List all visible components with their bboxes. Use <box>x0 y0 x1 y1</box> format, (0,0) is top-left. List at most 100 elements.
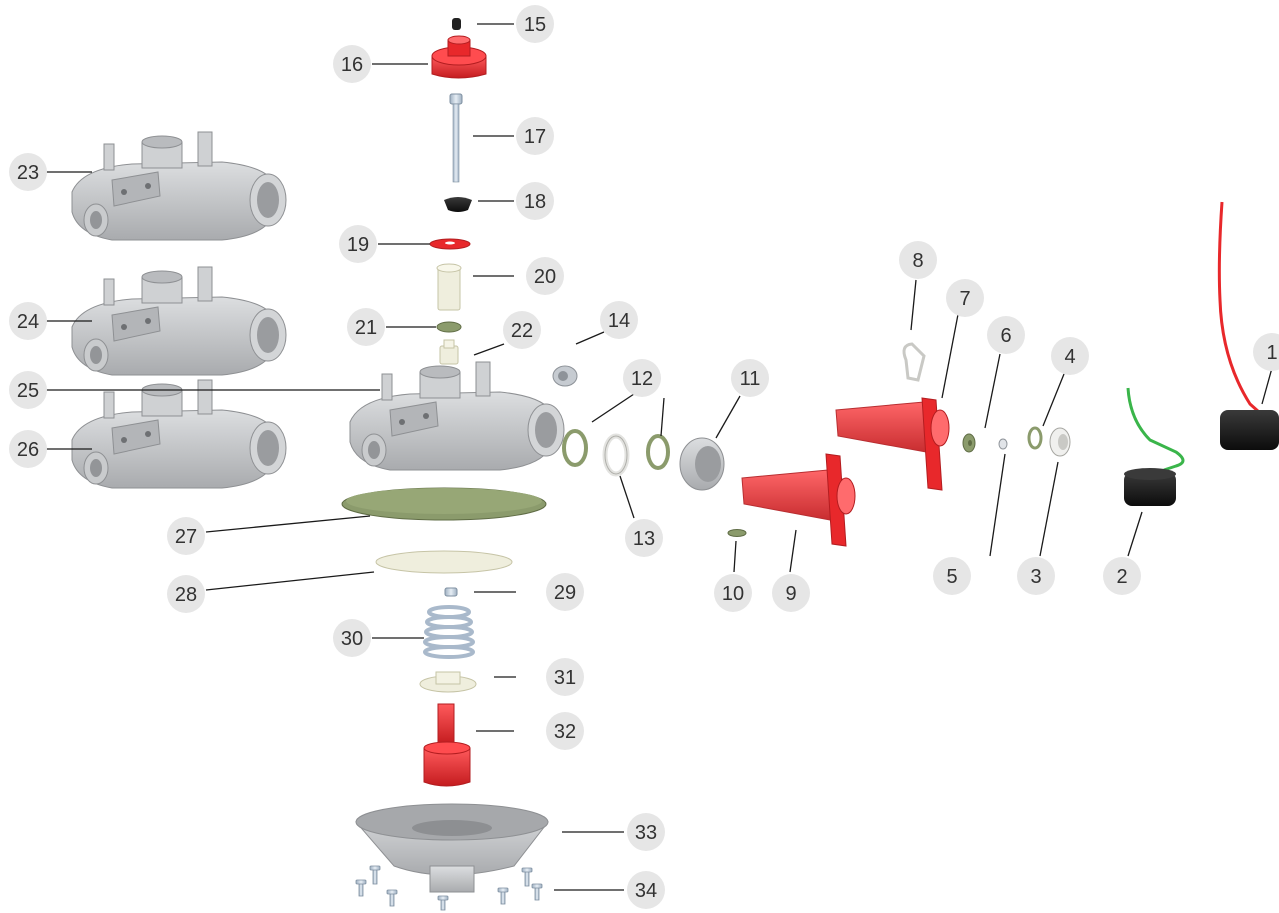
callout-32-label: 32 <box>554 721 576 743</box>
callout-25: 25 <box>9 371 47 409</box>
callout-15: 15 <box>516 5 554 43</box>
callout-30: 30 <box>333 619 371 657</box>
callout-1: 1 <box>1253 333 1279 371</box>
part-27-diaphragm <box>341 487 547 521</box>
part-10-washer <box>727 529 747 537</box>
callout-16-label: 16 <box>341 54 363 76</box>
part-33-bonnet <box>355 803 549 893</box>
callout-20-label: 20 <box>534 266 556 288</box>
callout-2: 2 <box>1103 557 1141 595</box>
callout-13: 13 <box>625 519 663 557</box>
callout-28-label: 28 <box>175 584 197 606</box>
part-2-solenoid-coil <box>1124 387 1185 506</box>
callout-9-label: 9 <box>785 583 796 605</box>
part-24-valve-body <box>71 266 287 376</box>
callout-11: 11 <box>731 359 769 397</box>
callout-33-label: 33 <box>635 822 657 844</box>
part-34-screws <box>355 865 543 911</box>
callout-27-label: 27 <box>175 526 197 548</box>
callout-7-label: 7 <box>959 288 970 310</box>
callout-29-label: 29 <box>554 582 576 604</box>
callout-6: 6 <box>987 316 1025 354</box>
part-13-ring <box>602 433 630 477</box>
callout-30-label: 30 <box>341 628 363 650</box>
callout-14-label: 14 <box>608 310 630 332</box>
part-5-washer <box>998 438 1008 450</box>
callout-31: 31 <box>546 658 584 696</box>
callout-29: 29 <box>546 573 584 611</box>
part-1-solenoid-coil <box>1217 201 1279 450</box>
callout-10-label: 10 <box>722 583 744 605</box>
part-20-sleeve <box>436 263 462 311</box>
callout-10: 10 <box>714 574 752 612</box>
callout-34: 34 <box>627 871 665 909</box>
part-29-nut <box>444 587 458 597</box>
callout-11-label: 11 <box>740 368 761 390</box>
callout-12-label: 12 <box>631 368 653 390</box>
callout-4: 4 <box>1051 337 1089 375</box>
callout-2-label: 2 <box>1116 566 1127 588</box>
part-23-valve-body <box>71 131 287 241</box>
callout-22: 22 <box>503 311 541 349</box>
callout-20: 20 <box>526 257 564 295</box>
callout-14: 14 <box>600 301 638 339</box>
part-8-clip <box>902 342 926 382</box>
callout-18-label: 18 <box>524 191 546 213</box>
part-30-spring <box>423 605 475 659</box>
callout-4-label: 4 <box>1064 346 1075 368</box>
callout-1-label: 1 <box>1266 342 1277 364</box>
part-21-seal-ring <box>436 321 462 333</box>
callout-25-label: 25 <box>17 380 39 402</box>
part-18-rubber-stopper <box>444 197 472 212</box>
part-15-cap-plug <box>452 18 461 30</box>
part-17-bolt <box>449 93 463 183</box>
callout-24-label: 24 <box>17 311 39 333</box>
callout-26: 26 <box>9 430 47 468</box>
callout-18: 18 <box>516 182 554 220</box>
callout-17: 17 <box>516 117 554 155</box>
callout-15-label: 15 <box>524 14 546 36</box>
callout-5-label: 5 <box>946 566 957 588</box>
callout-9: 9 <box>772 574 810 612</box>
part-3-fitting <box>1049 427 1071 457</box>
callout-26-label: 26 <box>17 439 39 461</box>
parts-illustration <box>71 18 1279 911</box>
callout-19: 19 <box>339 225 377 263</box>
callout-19-label: 19 <box>347 234 369 256</box>
callout-6-label: 6 <box>1000 325 1011 347</box>
callout-24: 24 <box>9 302 47 340</box>
callout-17-label: 17 <box>524 126 546 148</box>
callout-13-label: 13 <box>633 528 655 550</box>
part-14-plug <box>552 365 578 387</box>
part-6-seal <box>962 433 976 453</box>
callout-27: 27 <box>167 517 205 555</box>
part-9-red-housing <box>741 453 856 547</box>
callout-12: 12 <box>623 359 661 397</box>
callout-22-label: 22 <box>511 320 533 342</box>
callout-16: 16 <box>333 45 371 83</box>
callout-3-label: 3 <box>1030 566 1041 588</box>
part-7-red-housing <box>835 397 950 491</box>
part-4-o-ring <box>1027 426 1043 450</box>
callout-8: 8 <box>899 241 937 279</box>
callout-34-label: 34 <box>635 880 657 902</box>
callout-23: 23 <box>9 153 47 191</box>
callouts: 1 2 3 4 5 6 7 8 9 10 11 12 13 14 15 16 1… <box>9 5 1279 909</box>
part-28-disc <box>375 550 513 574</box>
part-16-red-cap <box>431 35 487 79</box>
part-11-union-nut <box>679 437 725 491</box>
callout-8-label: 8 <box>912 250 923 272</box>
callout-21-label: 21 <box>355 317 377 339</box>
callout-7: 7 <box>946 279 984 317</box>
part-26-valve-body <box>71 379 287 489</box>
callout-31-label: 31 <box>554 667 576 689</box>
callout-5: 5 <box>933 557 971 595</box>
callout-33: 33 <box>627 813 665 851</box>
part-31-spring-seat <box>419 671 477 693</box>
part-19-red-washer <box>429 238 471 250</box>
callout-21: 21 <box>347 308 385 346</box>
callout-23-label: 23 <box>17 162 39 184</box>
callout-28: 28 <box>167 575 205 613</box>
part-12-o-rings <box>562 429 670 470</box>
